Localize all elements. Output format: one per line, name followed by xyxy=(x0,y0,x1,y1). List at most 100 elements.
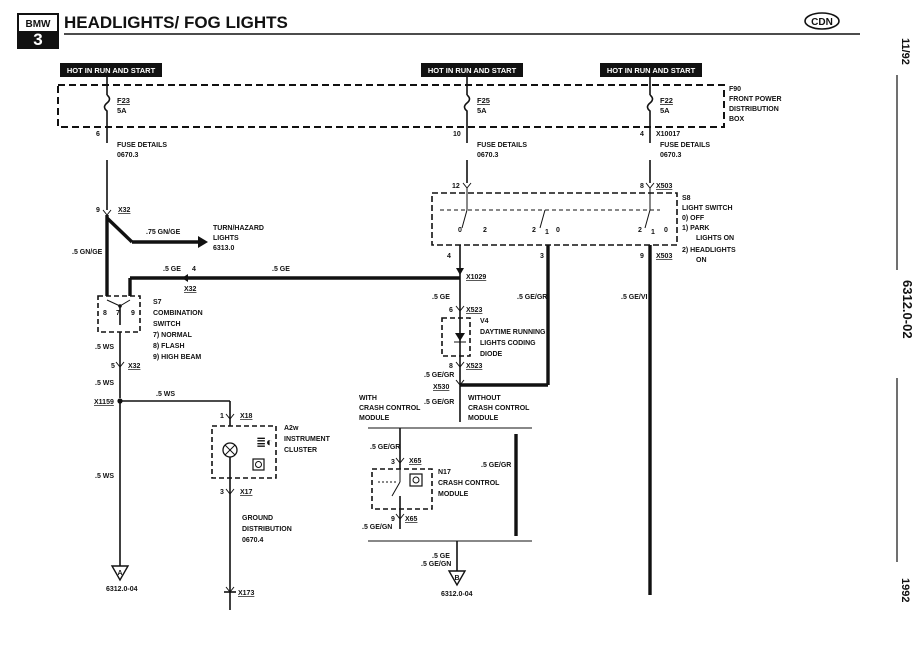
wire-final-ge-gn: .5 GE/GN xyxy=(421,561,451,568)
connector-x32-top: X32 xyxy=(118,207,131,214)
wire-final-ge: .5 GE xyxy=(432,553,450,560)
wire-ws-1: .5 WS xyxy=(95,344,114,351)
turn-lights-arrow xyxy=(198,236,208,248)
fuse-box-line3: BOX xyxy=(729,116,745,123)
with-crash-line3: MODULE xyxy=(359,415,390,422)
connector-x523-top: X523 xyxy=(466,307,482,314)
drl-id: V4 xyxy=(480,318,489,325)
model-year: 1992 xyxy=(899,578,911,602)
instrument-cluster-a2w: 1 X18 ≣◐ A2w INSTRUMENT CLUSTER 3 X17 GR… xyxy=(211,401,331,610)
fuse-box-line2: DISTRIBUTION xyxy=(729,106,779,113)
without-crash-line3: MODULE xyxy=(468,415,499,422)
connector-x503-bot: X503 xyxy=(656,253,672,260)
x1029-arrow xyxy=(456,268,464,275)
cluster-pin-1: 1 xyxy=(220,413,224,420)
s8-opt-headlights: 2) HEADLIGHTS xyxy=(682,247,736,254)
ground-b-letter: B xyxy=(454,575,459,582)
s7-line1: COMBINATION xyxy=(153,310,203,317)
power-bar-middle xyxy=(421,63,523,77)
s7-opt-flash: 8) FLASH xyxy=(153,343,185,350)
ground-dist-ref: 0670.4 xyxy=(242,537,264,544)
crash-sensor-icon xyxy=(409,473,423,487)
cluster-id: A2w xyxy=(284,425,299,432)
s8-opt-park: 1) PARK xyxy=(682,225,709,232)
wire-ws-2: .5 WS xyxy=(95,380,114,387)
pin-f25: 10 xyxy=(453,131,461,138)
wire-ge-right: .5 GE xyxy=(272,266,290,273)
fuse-f25-label: F25 xyxy=(477,96,490,105)
cdn-badge xyxy=(804,12,840,30)
wire-ge-gr-drl: .5 GE/GR xyxy=(517,294,547,301)
cluster-outline xyxy=(211,425,277,479)
wire-gn-ge: .5 GN/GE xyxy=(72,249,103,256)
s8-pin-12: 12 xyxy=(452,183,460,190)
s8-contact-a0: 0 xyxy=(458,227,462,234)
revision-date: 11/92 xyxy=(899,38,911,65)
x32-mid-arrow xyxy=(182,274,188,282)
fuse-box-id: F90 xyxy=(729,86,741,93)
combination-switch-outline xyxy=(97,295,141,333)
s7-pin-8: 8 xyxy=(103,310,107,317)
crash-module-outline xyxy=(371,468,433,510)
ground-a-ref: 6312.0-04 xyxy=(106,586,138,593)
wire-crash-in: .5 GE/GR xyxy=(370,444,400,451)
connector-x523-bot: X523 xyxy=(466,363,482,370)
s7-opt-highbeam: 9) HIGH BEAM xyxy=(153,354,201,361)
s8-contact-b0: 0 xyxy=(556,227,560,234)
connector-x17: X17 xyxy=(240,489,253,496)
page-code: 6312.0-02 xyxy=(900,280,915,339)
cluster-line1: INSTRUMENT xyxy=(284,436,331,443)
ground-a-symbol xyxy=(110,565,130,582)
crash-line1: CRASH CONTROL xyxy=(438,480,500,487)
drl-diode-v4: .5 GE 6 X523 .5 GE/GR V4 DAYTIME RUNNING… xyxy=(424,278,548,422)
fuse-details-mid: FUSE DETAILS xyxy=(477,142,527,149)
drl-line1: DAYTIME RUNNING xyxy=(480,329,546,336)
s8-contact-b1: 1 xyxy=(545,229,549,236)
fuse-f22-rating: 5A xyxy=(660,106,670,115)
without-crash-line2: CRASH CONTROL xyxy=(468,405,530,412)
crash-pin-9: 9 xyxy=(391,516,395,523)
turn-hazard-line1: TURN/HAZARD xyxy=(213,225,264,232)
s7-pin-7: 7 xyxy=(116,310,120,317)
power-bar-right-label: HOT IN RUN AND START xyxy=(607,66,696,75)
cdn-badge-text: CDN xyxy=(811,17,833,28)
with-crash-line1: WITH xyxy=(359,395,377,402)
connector-x503-top: X503 xyxy=(656,183,672,190)
connector-x32-mid: X32 xyxy=(184,286,197,293)
fuse-f25-symbol xyxy=(463,94,471,115)
page-title: HEADLIGHTS/ FOG LIGHTS xyxy=(64,13,288,32)
wire-ge-vi: .5 GE/VI xyxy=(621,294,648,301)
bmw-logo-text: BMW xyxy=(26,19,52,30)
connector-x65-top: X65 xyxy=(409,458,422,465)
combination-switch-s7: 8 7 9 S7 COMBINATION SWITCH 7) NORMAL 8)… xyxy=(94,295,230,593)
fuse-f23-symbol xyxy=(103,94,111,115)
wire-ge-drl: .5 GE xyxy=(432,294,450,301)
s8-contact-c1: 1 xyxy=(651,229,655,236)
fuse-f22-label: F22 xyxy=(660,96,673,105)
s8-opt-park-2: LIGHTS ON xyxy=(696,235,734,242)
connector-x10017: X10017 xyxy=(656,131,680,138)
turn-hazard-ref: 6313.0 xyxy=(213,245,235,252)
s8-contact-a2: 2 xyxy=(483,227,487,234)
fuse-details-right-ref: 0670.3 xyxy=(660,152,682,159)
fuse-box-line1: FRONT POWER xyxy=(729,96,782,103)
wire-ws-4: .5 WS xyxy=(95,473,114,480)
s8-pin-4: 4 xyxy=(447,253,451,260)
crash-pin-3: 3 xyxy=(391,459,395,466)
light-switch-s8: 12 8 X503 2 0 2 1 0 2 1 0 S8 LIGHT SWITC… xyxy=(431,115,736,595)
wire-ge-left: .5 GE xyxy=(163,266,181,273)
power-bar-left-label: HOT IN RUN AND START xyxy=(67,66,156,75)
splice-x1159-label: X1159 xyxy=(94,399,114,406)
s8-opt-off: 0) OFF xyxy=(682,215,705,222)
pin-9-x32: 9 xyxy=(96,207,100,214)
ground-b-symbol xyxy=(447,570,467,587)
drl-pin-8: 8 xyxy=(449,363,453,370)
crash-control-n17: WITH CRASH CONTROL MODULE .5 GE/GR WITHO… xyxy=(359,395,532,598)
pin-f23: 6 xyxy=(96,131,100,138)
s7-id: S7 xyxy=(153,299,162,306)
fuse-details-right: FUSE DETAILS xyxy=(660,142,710,149)
s7-line2: SWITCH xyxy=(153,321,181,328)
fuse-details: FUSE DETAILS 0670.3 FUSE DETAILS 0670.3 … xyxy=(117,142,710,159)
s8-pin-9: 9 xyxy=(640,253,644,260)
